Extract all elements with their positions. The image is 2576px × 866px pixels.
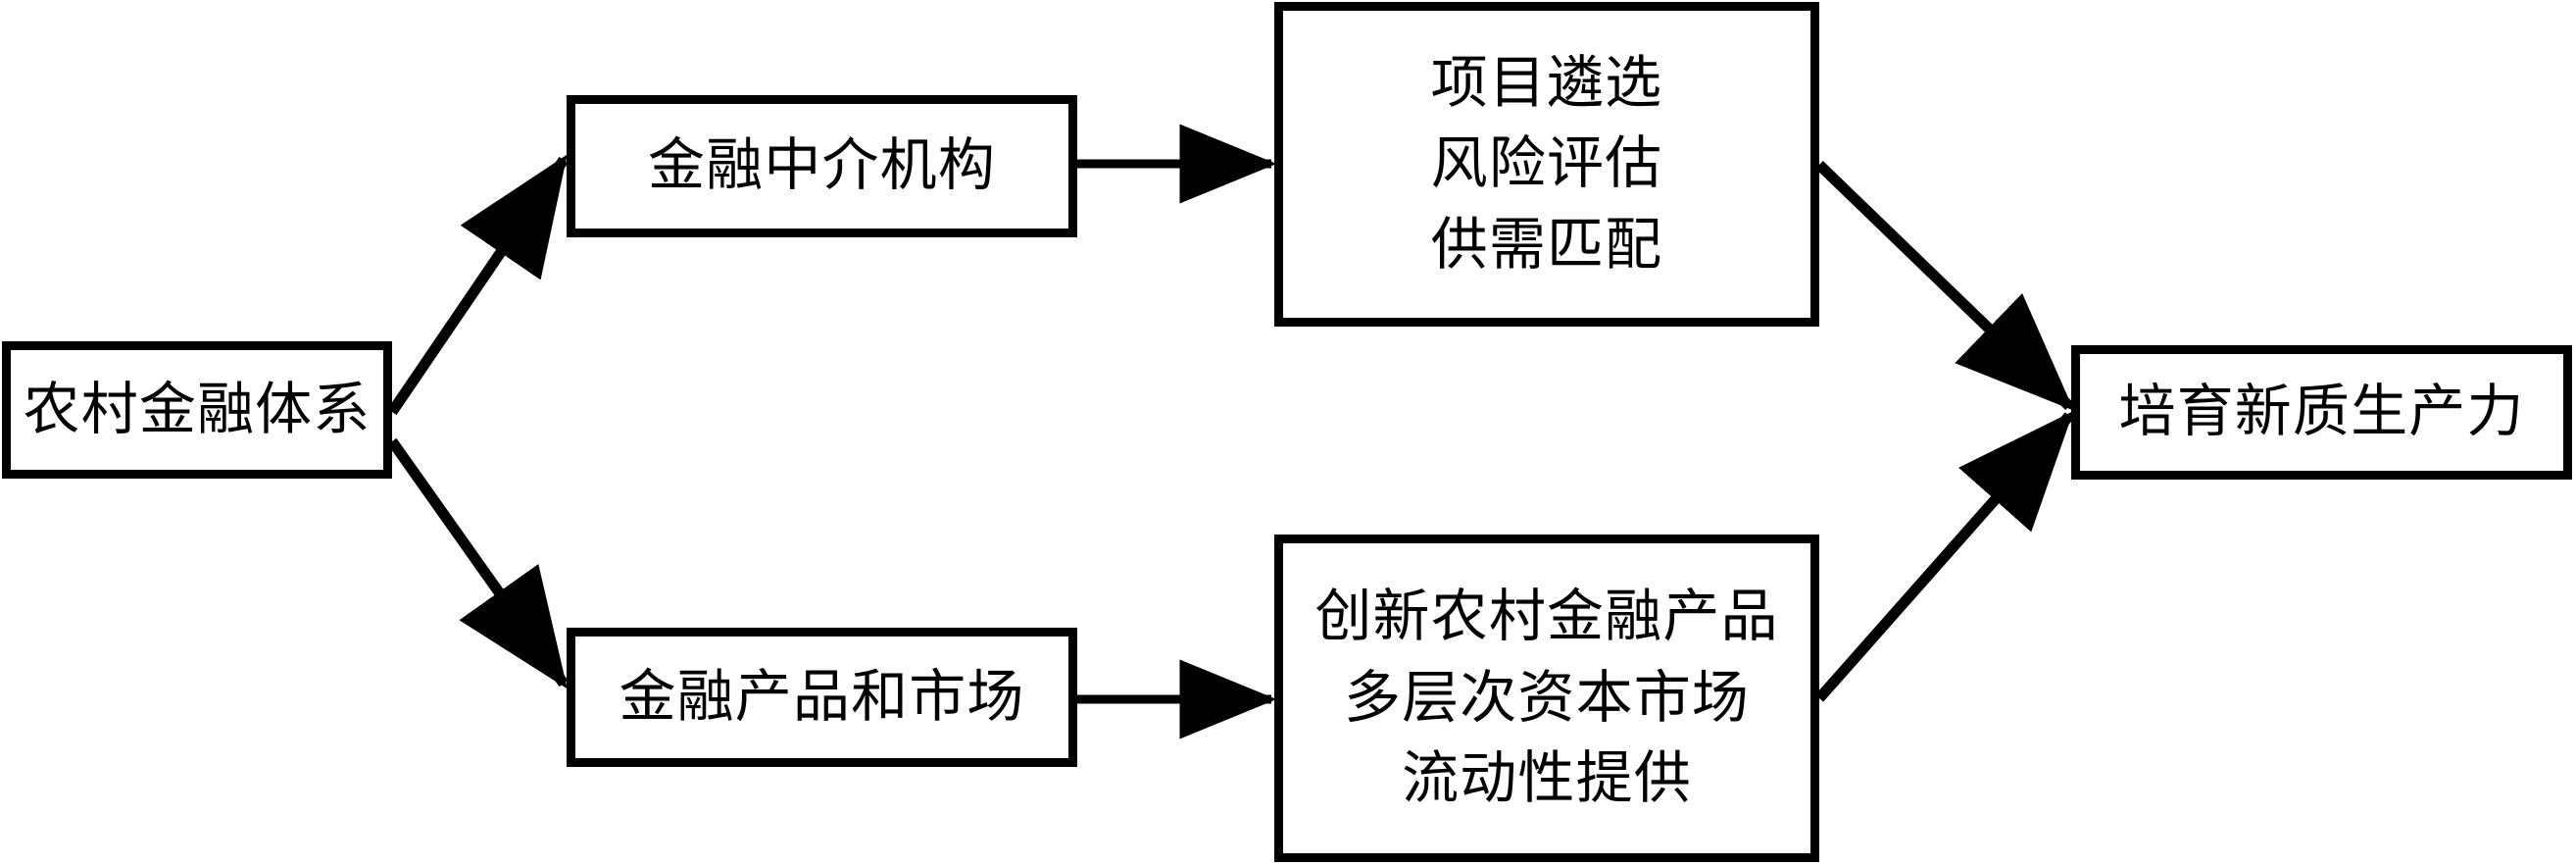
node-label-line: 供需匹配 [1430,212,1663,277]
node-financial-intermediary[interactable]: 金融中介机构 [567,95,1077,237]
node-label-line: 农村金融体系 [23,377,372,441]
node-market-functions[interactable]: 创新农村金融产品 多层次资本市场 流动性提供 [1274,535,1819,862]
node-label-line: 风险评估 [1430,131,1663,196]
edge-root-to-intermediary [387,154,569,416]
edge-market-functions-to-outcome [1814,411,2074,702]
edge-functions-to-outcome [1815,161,2074,411]
node-rural-financial-system[interactable]: 农村金融体系 [2,341,392,479]
node-label-line: 金融中介机构 [648,133,996,198]
node-intermediary-functions[interactable]: 项目遴选 风险评估 供需匹配 [1274,2,1819,327]
node-label-line: 多层次资本市场 [1343,665,1751,730]
node-label-line: 金融产品和市场 [619,664,1025,729]
node-label-line: 项目遴选 [1430,50,1663,115]
node-label-line: 培育新质生产力 [2118,380,2525,444]
node-cultivate-new-quality-productive-forces[interactable]: 培育新质生产力 [2071,345,2572,480]
edge-root-to-products [387,437,569,689]
node-financial-products-and-markets[interactable]: 金融产品和市场 [567,628,1077,767]
node-label-line: 创新农村金融产品 [1314,585,1779,649]
node-label-line: 流动性提供 [1402,746,1692,811]
